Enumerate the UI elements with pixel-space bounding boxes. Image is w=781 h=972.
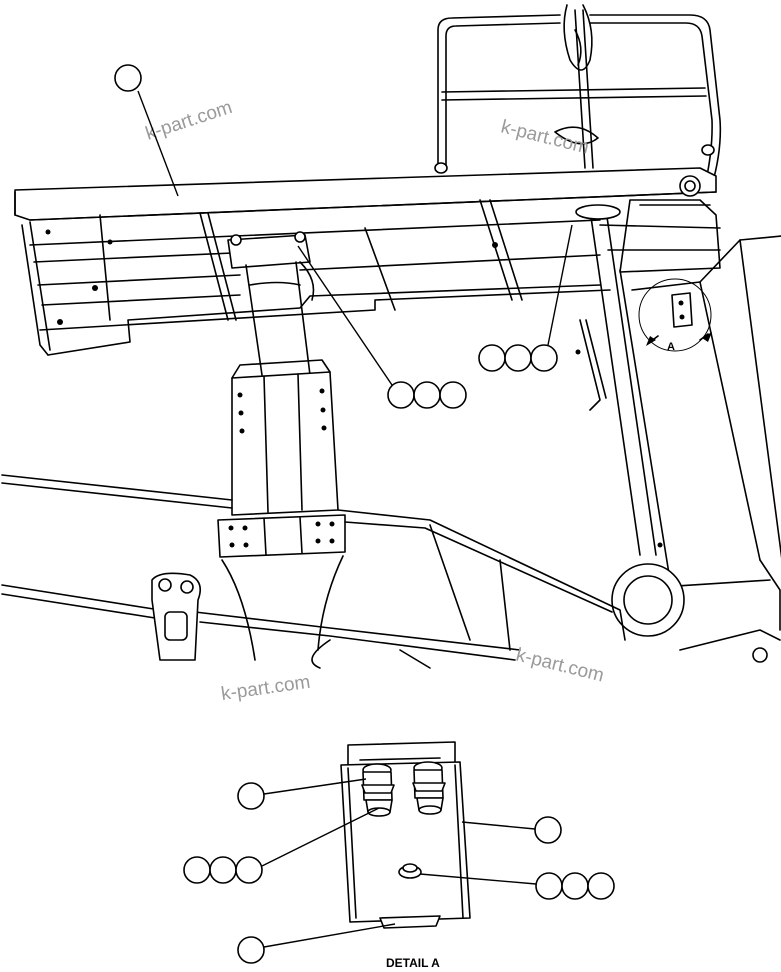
callout-detail-bracket xyxy=(461,816,562,844)
watermark: k-part.com xyxy=(514,644,606,686)
callout-pillar-bolts xyxy=(297,245,467,409)
callout-detail-cap xyxy=(237,778,367,810)
center-pillar xyxy=(217,231,346,661)
platform-deck xyxy=(14,167,721,356)
callout-detail-mount xyxy=(237,923,396,964)
callout-detail-plug xyxy=(419,872,615,900)
view-letter: A xyxy=(667,341,675,353)
watermark: k-part.com xyxy=(499,116,591,158)
callout-strut-bolts xyxy=(478,224,573,372)
watermark: k-part.com xyxy=(220,672,312,705)
detail-caption: DETAIL A xyxy=(386,956,440,970)
watermark: k-part.com xyxy=(143,97,235,145)
handrail xyxy=(434,4,722,186)
detail-a-view: DETAIL A xyxy=(340,741,471,970)
machine-frame xyxy=(1,474,781,669)
detail-a-indicator: A xyxy=(638,278,712,353)
side-strut xyxy=(575,204,781,637)
callout-platform xyxy=(114,64,179,197)
callout-detail-fittings xyxy=(183,807,380,884)
